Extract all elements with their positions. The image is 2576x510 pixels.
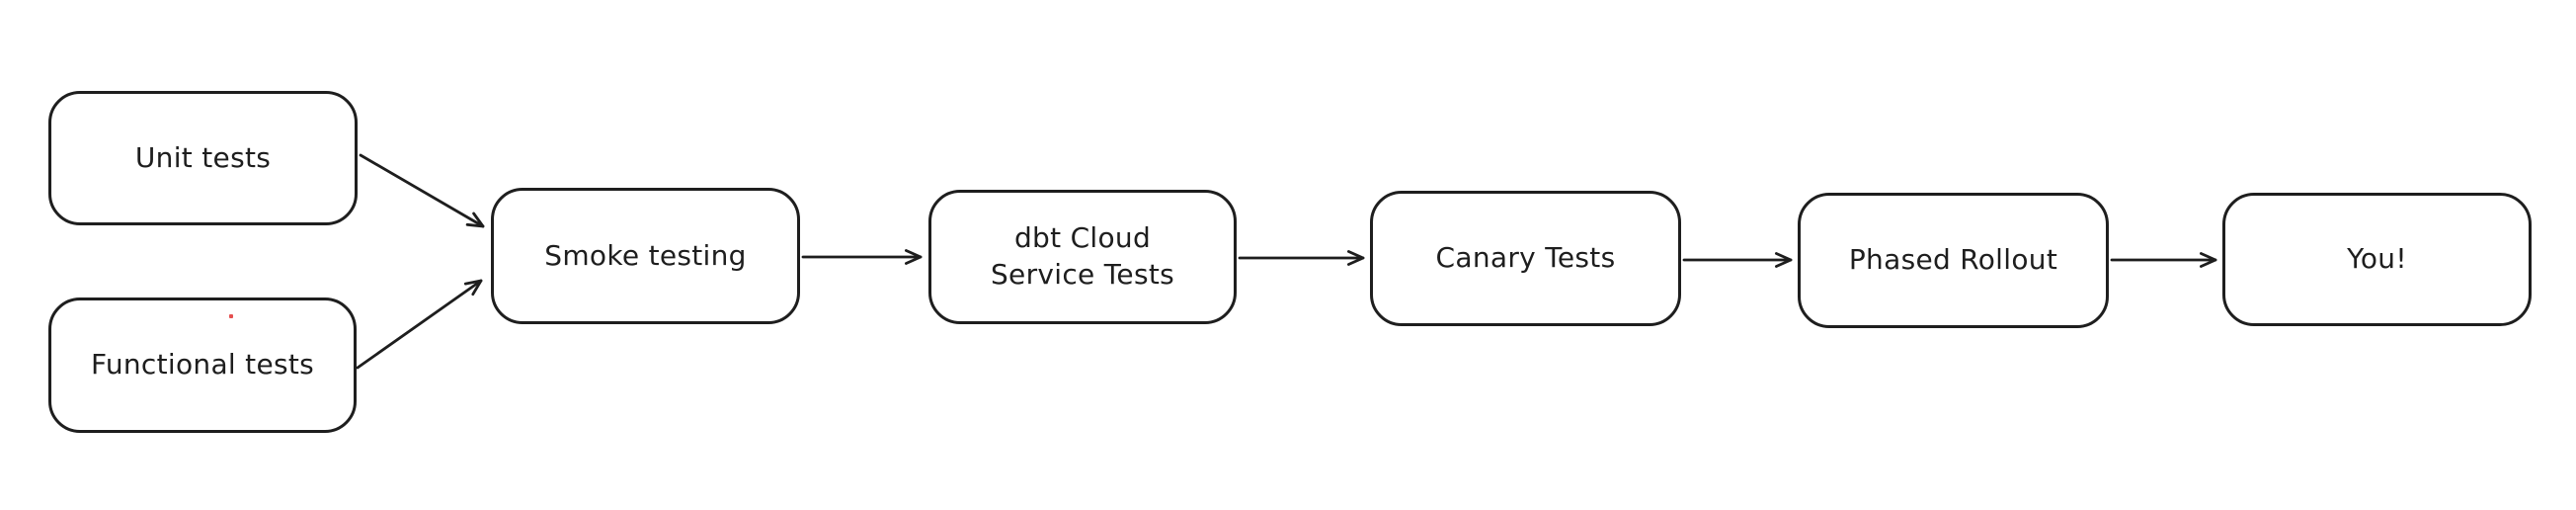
node-phased-rollout: Phased Rollout: [1798, 193, 2109, 328]
node-you-label: You!: [2347, 242, 2407, 276]
node-dbt-cloud-service-tests: dbt Cloud Service Tests: [928, 190, 1237, 324]
node-functional-tests-label: Functional tests: [90, 348, 315, 382]
node-functional-tests: Functional tests: [48, 298, 357, 433]
arrow-phased-rollout-to-you: [2110, 252, 2217, 268]
node-unit-tests: Unit tests: [48, 91, 358, 225]
arrow-unit-tests-to-smoke-testing: [359, 153, 485, 228]
red-speck-artifact: [229, 314, 233, 318]
node-canary-tests-label: Canary Tests: [1435, 241, 1616, 275]
node-canary-tests: Canary Tests: [1370, 191, 1681, 326]
arrow-functional-tests-to-smoke-testing: [356, 279, 483, 370]
node-smoke-testing: Smoke testing: [491, 188, 800, 324]
node-phased-rollout-label: Phased Rollout: [1848, 243, 2058, 277]
node-dbt-cloud-service-tests-label: dbt Cloud Service Tests: [990, 221, 1174, 291]
arrow-smoke-testing-to-dbt-cloud: [801, 249, 923, 265]
arrow-dbt-cloud-to-canary-tests: [1238, 250, 1365, 266]
arrow-canary-tests-to-phased-rollout: [1682, 252, 1793, 268]
node-you: You!: [2222, 193, 2532, 326]
node-unit-tests-label: Unit tests: [134, 140, 272, 174]
node-smoke-testing-label: Smoke testing: [544, 238, 747, 272]
